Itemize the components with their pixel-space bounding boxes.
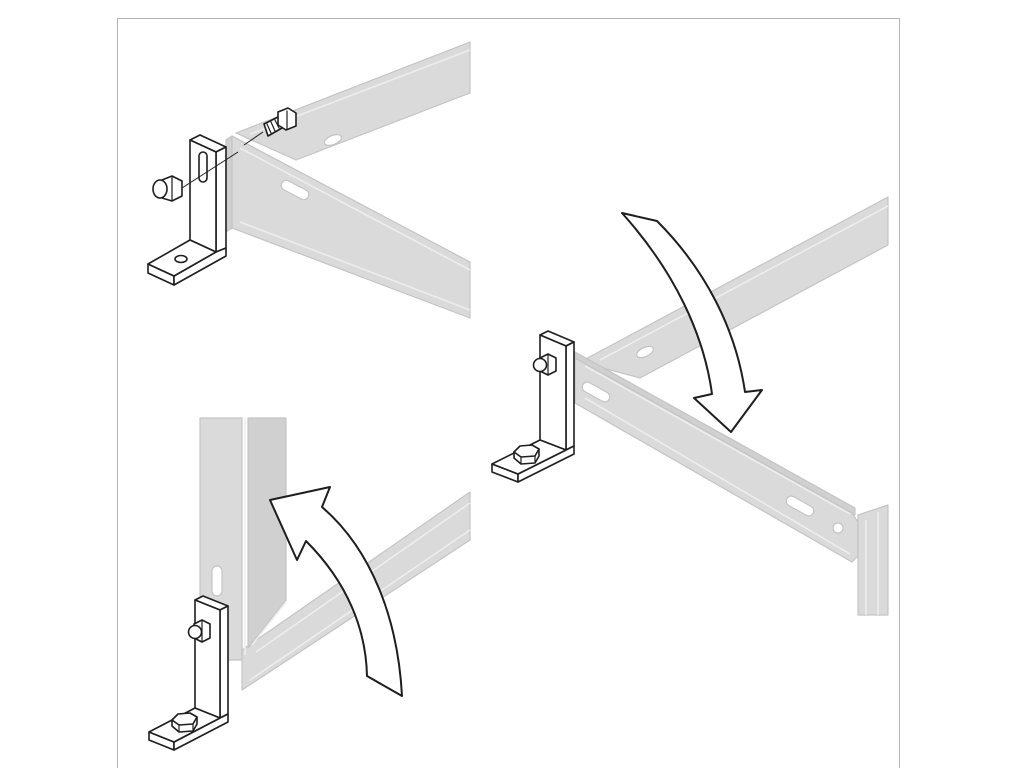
curved-arrow-icon xyxy=(269,486,403,697)
step-top-left xyxy=(147,41,471,319)
curved-arrow-icon xyxy=(621,212,763,433)
frame-corner-right xyxy=(574,196,889,616)
cap-nut-icon xyxy=(152,175,183,202)
side-rail-slot xyxy=(280,179,310,201)
bracket-plate-front xyxy=(539,334,567,451)
bracket-plate-side xyxy=(219,605,229,719)
post-slot xyxy=(211,565,223,597)
post-bevel xyxy=(251,601,287,646)
side-rail-lower-edge xyxy=(239,221,471,311)
side-rail xyxy=(231,135,471,319)
cap-nut-dome xyxy=(187,624,203,640)
cap-nut-icon xyxy=(187,619,211,643)
side-rail-flange-edge xyxy=(239,147,471,271)
alignment-line xyxy=(243,131,264,146)
frame-corner-top-left xyxy=(225,41,471,319)
bracket-plate-side xyxy=(565,341,575,451)
corner-post xyxy=(857,504,889,616)
l-bracket-icon xyxy=(491,330,575,483)
hex-bolt-icon xyxy=(513,444,540,465)
bolt-thread xyxy=(274,119,280,129)
l-bracket-icon xyxy=(147,134,227,286)
long-rail-lower-edge xyxy=(584,397,851,555)
cap-nut-dome xyxy=(532,357,548,373)
long-rail-slot xyxy=(785,495,815,517)
bracket-plate-slot xyxy=(198,151,208,183)
side-rail-end-face xyxy=(225,135,233,233)
long-rail-flange xyxy=(574,351,856,516)
cap-nut-icon xyxy=(532,353,557,376)
post-right-face xyxy=(247,417,287,649)
long-rail-slot xyxy=(581,381,611,403)
bracket-plate-front xyxy=(194,599,221,719)
long-rail-hole xyxy=(832,522,844,534)
bolt-thread xyxy=(270,121,276,132)
upper-rail-edge xyxy=(599,205,889,361)
long-rail-edge xyxy=(584,365,851,515)
hex-bolt-icon xyxy=(263,107,297,137)
hex-bolt-icon xyxy=(171,712,198,733)
l-bracket-icon xyxy=(148,595,229,751)
cap-nut-dome xyxy=(152,179,168,199)
diagram-border xyxy=(117,18,900,768)
step-bottom-left xyxy=(148,417,471,751)
alignment-line xyxy=(181,151,239,189)
bolt-thread xyxy=(266,123,272,134)
top-rail-hole xyxy=(323,134,343,146)
upper-rail-hole xyxy=(636,345,654,359)
bracket-foot-hole xyxy=(174,254,188,264)
step-right xyxy=(491,196,889,616)
